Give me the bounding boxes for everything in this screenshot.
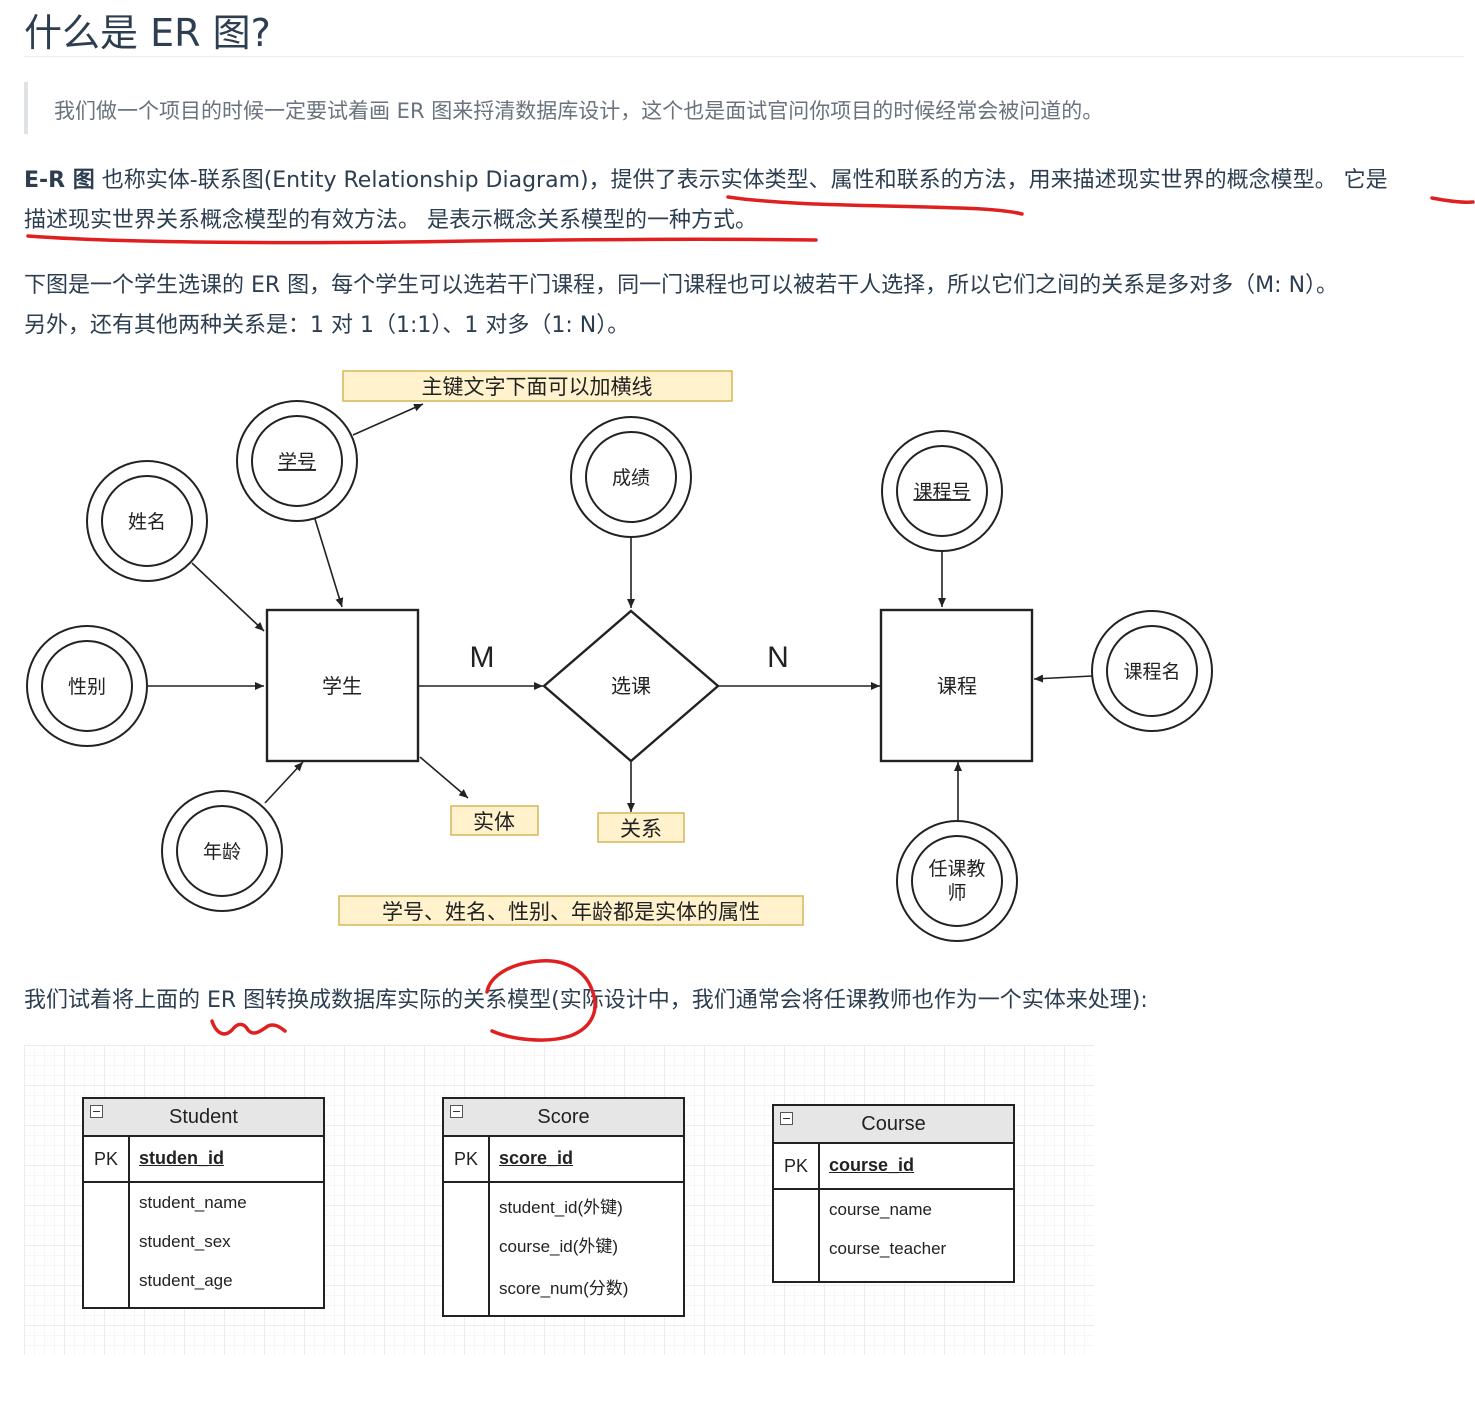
- pk-field: studen_id: [139, 1148, 225, 1168]
- pk-field: score_id: [499, 1148, 574, 1168]
- attr-course-no: 课程号: [913, 481, 970, 503]
- attr-teacher-line1: 任课教: [928, 858, 985, 880]
- note-attributes: 学号、姓名、性别、年龄都是实体的属性: [382, 900, 760, 924]
- collapse-icon[interactable]: [780, 1112, 793, 1125]
- field: score_num(分数): [499, 1279, 629, 1298]
- field: course_id(外键): [499, 1237, 619, 1256]
- relation-label: 选课: [611, 674, 651, 698]
- attr-student-no: 学号: [278, 451, 316, 473]
- attr-grade: 成绩: [612, 467, 650, 489]
- table-score-pk-row: PK score_id: [444, 1137, 683, 1183]
- pk-label: PK: [444, 1137, 490, 1181]
- field: student_id(外键): [499, 1198, 623, 1217]
- entity-course-box: [879, 608, 1034, 763]
- er-diagram: 学生 课程 选课 M N 学号 姓名 性别 年龄 成绩 课程号 课程名 任课教 …: [26, 370, 1213, 942]
- para-example-line2: 另外，还有其他两种关系是：1 对 1（1:1）、1 对多（1: N）。: [24, 313, 630, 338]
- para-example-line1: 下图是一个学生选课的 ER 图，每个学生可以选若干门课程，同一门课程也可以被若干…: [24, 273, 1339, 298]
- pk-label: PK: [84, 1137, 130, 1181]
- field: course_teacher: [829, 1239, 947, 1258]
- field: student_sex: [139, 1232, 231, 1251]
- para-er-definition-line2: 描述现实世界关系概念模型的有效方法。 是表示概念关系模型的一种方式。: [24, 208, 757, 233]
- table-score-header: Score: [444, 1099, 683, 1137]
- table-score: Score PK score_id student_id(外键) course_…: [442, 1097, 685, 1317]
- squiggle-stroke: [210, 1019, 287, 1036]
- note-relation: 关系: [620, 817, 662, 841]
- note-pk-underline: 主键文字下面可以加横线: [422, 375, 653, 399]
- er-term: E-R 图: [24, 168, 95, 193]
- note-entity: 实体: [473, 810, 515, 834]
- table-course-name: Course: [861, 1113, 926, 1135]
- attr-course-name: 课程名: [1123, 661, 1180, 683]
- attr-teacher-line2: 师: [947, 882, 966, 904]
- table-score-fields: student_id(外键) course_id(外键) score_num(分…: [444, 1183, 683, 1315]
- table-course: Course PK course_id course_name course_t…: [772, 1104, 1015, 1283]
- entity-course-label: 课程: [937, 674, 977, 698]
- collapse-icon[interactable]: [450, 1105, 463, 1118]
- table-student-name: Student: [169, 1106, 238, 1128]
- relation-diamond: [542, 609, 720, 763]
- table-student-pk-row: PK studen_id: [84, 1137, 323, 1183]
- er-definition-text: 也称实体-联系图(Entity Relationship Diagram)，提供…: [94, 168, 1388, 193]
- attr-name: 姓名: [128, 511, 166, 533]
- page-title: 什么是 ER 图?: [24, 11, 271, 55]
- blockquote-text: 我们做一个项目的时候一定要试着画 ER 图来捋清数据库设计，这个也是面试官问你项…: [54, 99, 1104, 123]
- pk-field: course_id: [829, 1155, 915, 1175]
- attr-gender: 性别: [68, 676, 106, 698]
- cardinality-m: M: [470, 641, 495, 674]
- title-divider: [24, 56, 1464, 57]
- entity-student-box: [265, 608, 420, 763]
- table-course-header: Course: [774, 1106, 1013, 1144]
- table-course-pk-row: PK course_id: [774, 1144, 1013, 1190]
- table-score-name: Score: [537, 1106, 590, 1128]
- field: student_age: [139, 1271, 233, 1290]
- field: student_name: [139, 1193, 247, 1212]
- field: course_name: [829, 1200, 933, 1219]
- table-student: Student PK studen_id student_name studen…: [82, 1097, 325, 1309]
- pk-label: PK: [774, 1144, 820, 1188]
- entity-student-label: 学生: [322, 674, 362, 698]
- para-er-definition-line1: E-R 图 也称实体-联系图(Entity Relationship Diagr…: [24, 161, 1388, 201]
- table-student-fields: student_name student_sex student_age: [84, 1183, 323, 1307]
- blockquote: 我们做一个项目的时候一定要试着画 ER 图来捋清数据库设计，这个也是面试官问你项…: [24, 82, 1468, 134]
- table-student-header: Student: [84, 1099, 323, 1137]
- table-course-fields: course_name course_teacher: [774, 1190, 1013, 1281]
- cardinality-n: N: [767, 641, 789, 674]
- collapse-icon[interactable]: [90, 1105, 103, 1118]
- para-relational-model: 我们试着将上面的 ER 图转换成数据库实际的关系模型(实际设计中，我们通常会将任…: [24, 988, 1148, 1013]
- attr-age: 年龄: [203, 841, 241, 863]
